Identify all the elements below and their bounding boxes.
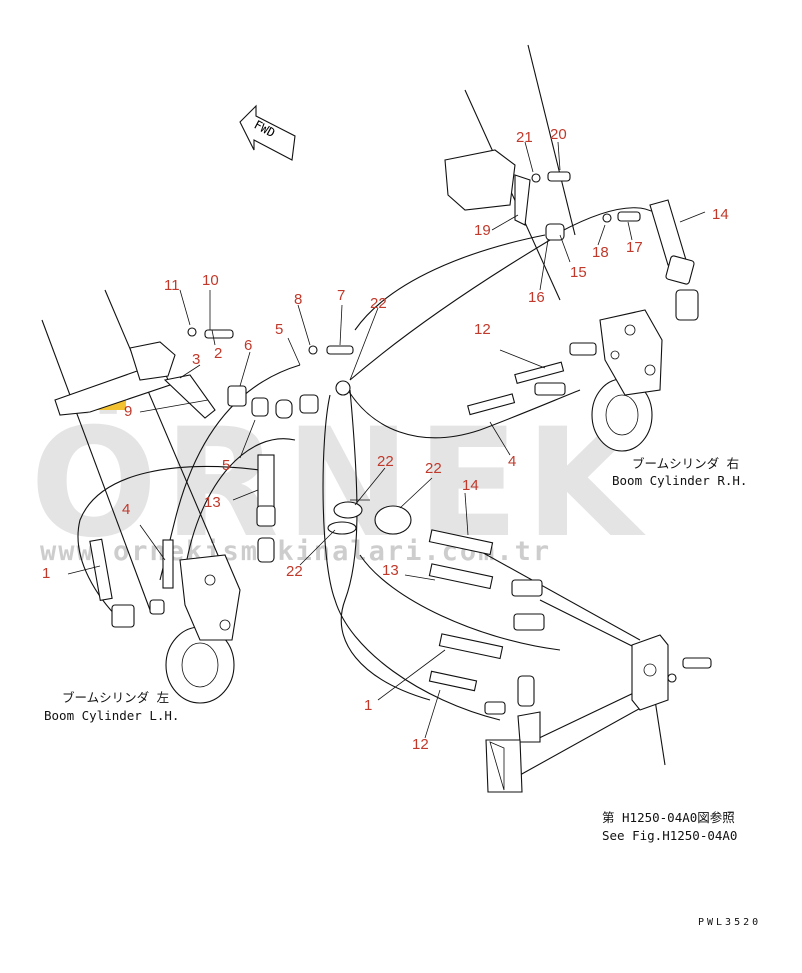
bracket-right — [444, 149, 699, 321]
bracket-left — [54, 327, 354, 419]
callout-22: 22 — [377, 453, 394, 470]
callout-5: 5 — [222, 457, 230, 474]
callout-12: 12 — [412, 736, 429, 753]
watermark: ÖRNEK www.ornekismakinalari.com.tr — [30, 395, 647, 571]
callout-8: 8 — [294, 291, 302, 308]
callout-16: 16 — [528, 289, 545, 306]
callout-22: 22 — [286, 563, 303, 580]
callout-1: 1 — [364, 697, 372, 714]
callout-18: 18 — [592, 244, 609, 261]
drawing-code: PWL3520 — [698, 917, 761, 928]
hose-lines — [77, 207, 679, 741]
caption-lh-jp: ブームシリンダ 左 — [62, 690, 169, 705]
boom-cylinder-lh — [89, 537, 275, 704]
callout-3: 3 — [192, 351, 200, 368]
callout-7: 7 — [337, 287, 345, 304]
caption-lh-en: Boom Cylinder L.H. — [44, 708, 179, 723]
callout-13: 13 — [382, 562, 399, 579]
callout-17: 17 — [626, 239, 643, 256]
callout-2: 2 — [214, 345, 222, 362]
callout-12: 12 — [474, 321, 491, 338]
caption-ref-jp: 第 H1250-04A0図参照 — [602, 810, 735, 825]
callout-numbers: 1 1 2 3 4 4 5 5 6 7 8 9 10 11 12 12 13 1… — [42, 126, 729, 753]
callout-leaders — [67, 141, 706, 739]
callout-20: 20 — [550, 126, 567, 143]
center-fittings — [256, 454, 545, 743]
caption-rh-jp: ブームシリンダ 右 — [632, 456, 739, 471]
callout-1: 1 — [42, 565, 50, 582]
fwd-arrow-icon: FWD — [239, 104, 296, 161]
captions: ブームシリンダ 右 Boom Cylinder R.H. ブームシリンダ 左 B… — [44, 456, 761, 928]
callout-4: 4 — [508, 453, 516, 470]
callout-4: 4 — [122, 501, 130, 518]
callout-10: 10 — [202, 272, 219, 289]
callout-21: 21 — [516, 129, 533, 146]
caption-rh-en: Boom Cylinder R.H. — [612, 473, 747, 488]
callout-15: 15 — [570, 264, 587, 281]
callout-6: 6 — [244, 337, 252, 354]
callout-14: 14 — [462, 477, 479, 494]
callout-5: 5 — [275, 321, 283, 338]
callout-13: 13 — [204, 494, 221, 511]
callout-22: 22 — [425, 460, 442, 477]
callout-14: 14 — [712, 206, 729, 223]
callout-11: 11 — [164, 277, 180, 294]
manifold-block — [485, 634, 712, 793]
boom-cylinder-rh — [467, 309, 663, 452]
callout-22: 22 — [370, 295, 387, 312]
callout-9: 9 — [124, 403, 132, 420]
watermark-brand: ÖRNEK — [30, 395, 647, 571]
callout-19: 19 — [474, 222, 491, 239]
caption-ref-en: See Fig.H1250-04A0 — [602, 828, 737, 843]
